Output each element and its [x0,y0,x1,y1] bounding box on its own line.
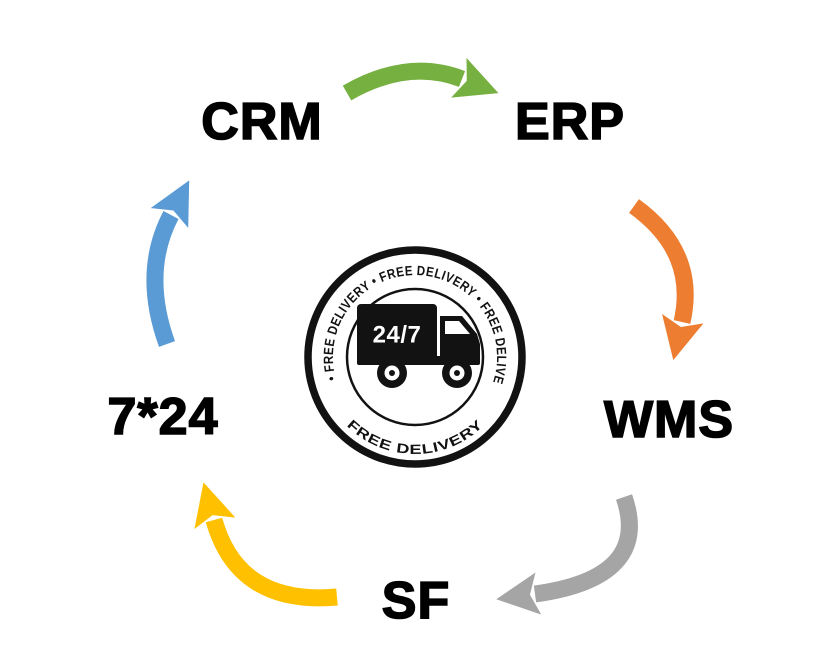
node-7-24: 7*24 [107,387,219,447]
node-crm: CRM [200,92,323,152]
truck-front-wheel-hub [454,370,460,376]
delivery-truck-icon: 24/7 [357,304,480,388]
truck-24-7-label: 24/7 [373,322,422,349]
truck-cab-window [445,321,470,334]
arrow-crm-to-erp [342,57,499,101]
arrow-sf-to-724 [194,482,338,607]
cycle-arrows [146,57,704,615]
arrow-724-to-crm [146,180,190,347]
node-wms: WMS [603,390,735,450]
truck-cargo-box [357,304,437,362]
node-sf: SF [381,571,451,631]
arrow-erp-to-wms [628,199,704,361]
truck-rear-wheel-hub [389,370,395,376]
arrow-wms-to-sf [496,494,638,615]
node-erp: ERP [514,92,625,152]
